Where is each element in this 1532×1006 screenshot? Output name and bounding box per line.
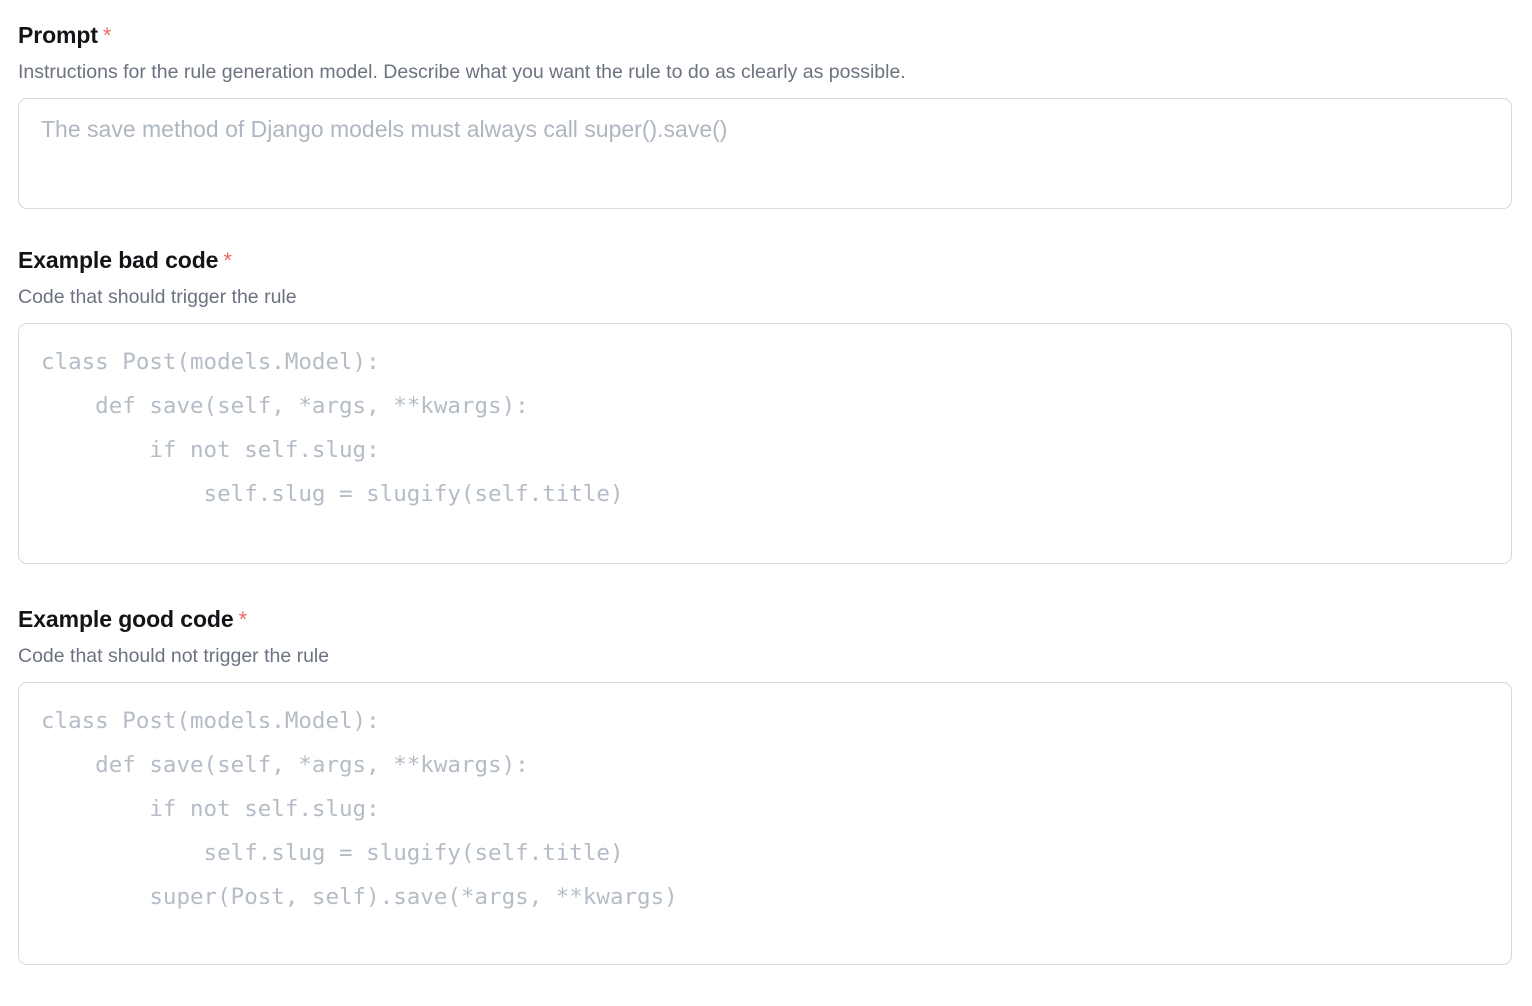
example-good-code-description: Code that should not trigger the rule	[18, 644, 330, 667]
field-example-bad-code: Example bad code* Code that should trigg…	[18, 209, 1512, 564]
example-good-code-textarea[interactable]: class Post(models.Model): def save(self,…	[18, 681, 1512, 965]
prompt-description: Instructions for the rule generation mod…	[18, 60, 906, 83]
example-good-code-label: Example good code*	[18, 606, 1512, 634]
prompt-label-text: Prompt	[18, 22, 98, 48]
example-good-code-placeholder: class Post(models.Model): def save(self,…	[41, 707, 678, 910]
rule-generation-form: Prompt* Instructions for the rule genera…	[18, 18, 1512, 965]
example-bad-code-label-text: Example bad code	[18, 246, 219, 273]
field-prompt: Prompt* Instructions for the rule genera…	[18, 18, 1512, 209]
prompt-placeholder: The save method of Django models must al…	[41, 115, 728, 142]
example-bad-code-description: Code that should trigger the rule	[18, 285, 297, 308]
field-example-good-code: Example good code* Code that should not …	[18, 564, 1512, 965]
example-bad-code-placeholder: class Post(models.Model): def save(self,…	[41, 348, 624, 507]
example-bad-code-label: Example bad code*	[18, 247, 1512, 275]
example-good-code-label-text: Example good code	[18, 605, 234, 632]
required-asterisk-icon: *	[238, 606, 248, 632]
prompt-textarea[interactable]: The save method of Django models must al…	[18, 97, 1512, 209]
prompt-label: Prompt*	[18, 22, 1512, 50]
required-asterisk-icon: *	[223, 247, 232, 273]
example-bad-code-textarea[interactable]: class Post(models.Model): def save(self,…	[18, 322, 1512, 564]
required-asterisk-icon: *	[102, 23, 112, 48]
